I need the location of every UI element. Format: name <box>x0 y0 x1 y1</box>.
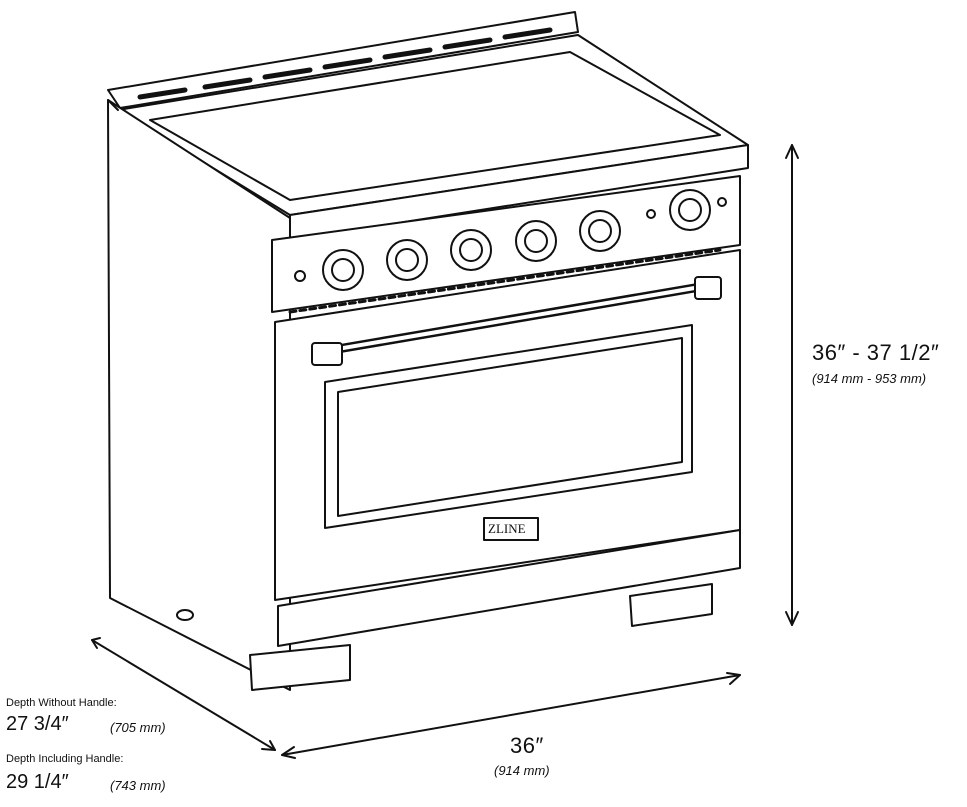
width-arrow <box>281 674 741 756</box>
depth-without-handle-caption: Depth Without Handle: <box>6 697 117 709</box>
leg-back-left <box>176 609 194 621</box>
leg-front-left <box>249 644 351 691</box>
width-imperial: 36″ <box>510 733 544 758</box>
depth-including-handle-caption: Depth Including Handle: <box>6 753 124 765</box>
cooktop-glass <box>149 51 721 201</box>
panel-vent-strip <box>288 248 722 314</box>
toe-kick <box>277 529 741 647</box>
depth-arrow <box>91 639 276 751</box>
dimension-arrows <box>91 144 799 759</box>
oven-window <box>337 337 683 517</box>
width-metric: (914 mm) <box>494 763 550 778</box>
left-side-panel <box>107 99 291 691</box>
control-panel <box>271 175 741 313</box>
height-metric: (914 mm - 953 mm) <box>812 371 927 386</box>
door-handle-right-mount <box>694 276 722 300</box>
door-handle-left-mount <box>311 342 343 366</box>
height-imperial: 36″ - 37 1/2″ <box>812 340 940 365</box>
depth-including-handle-imperial: 29 1/4″ <box>6 771 69 793</box>
leg-front-right <box>629 583 713 627</box>
logo-badge <box>483 517 539 541</box>
oven-window-frame <box>324 324 693 529</box>
backguard-vents <box>137 27 553 100</box>
depth-including-handle-metric: (743 mm) <box>110 778 166 793</box>
brand-logo: ZLINE <box>488 521 526 536</box>
depth-without-handle-imperial: 27 3/4″ <box>6 713 69 735</box>
control-knobs <box>294 189 727 291</box>
depth-without-handle-metric: (705 mm) <box>110 720 166 735</box>
